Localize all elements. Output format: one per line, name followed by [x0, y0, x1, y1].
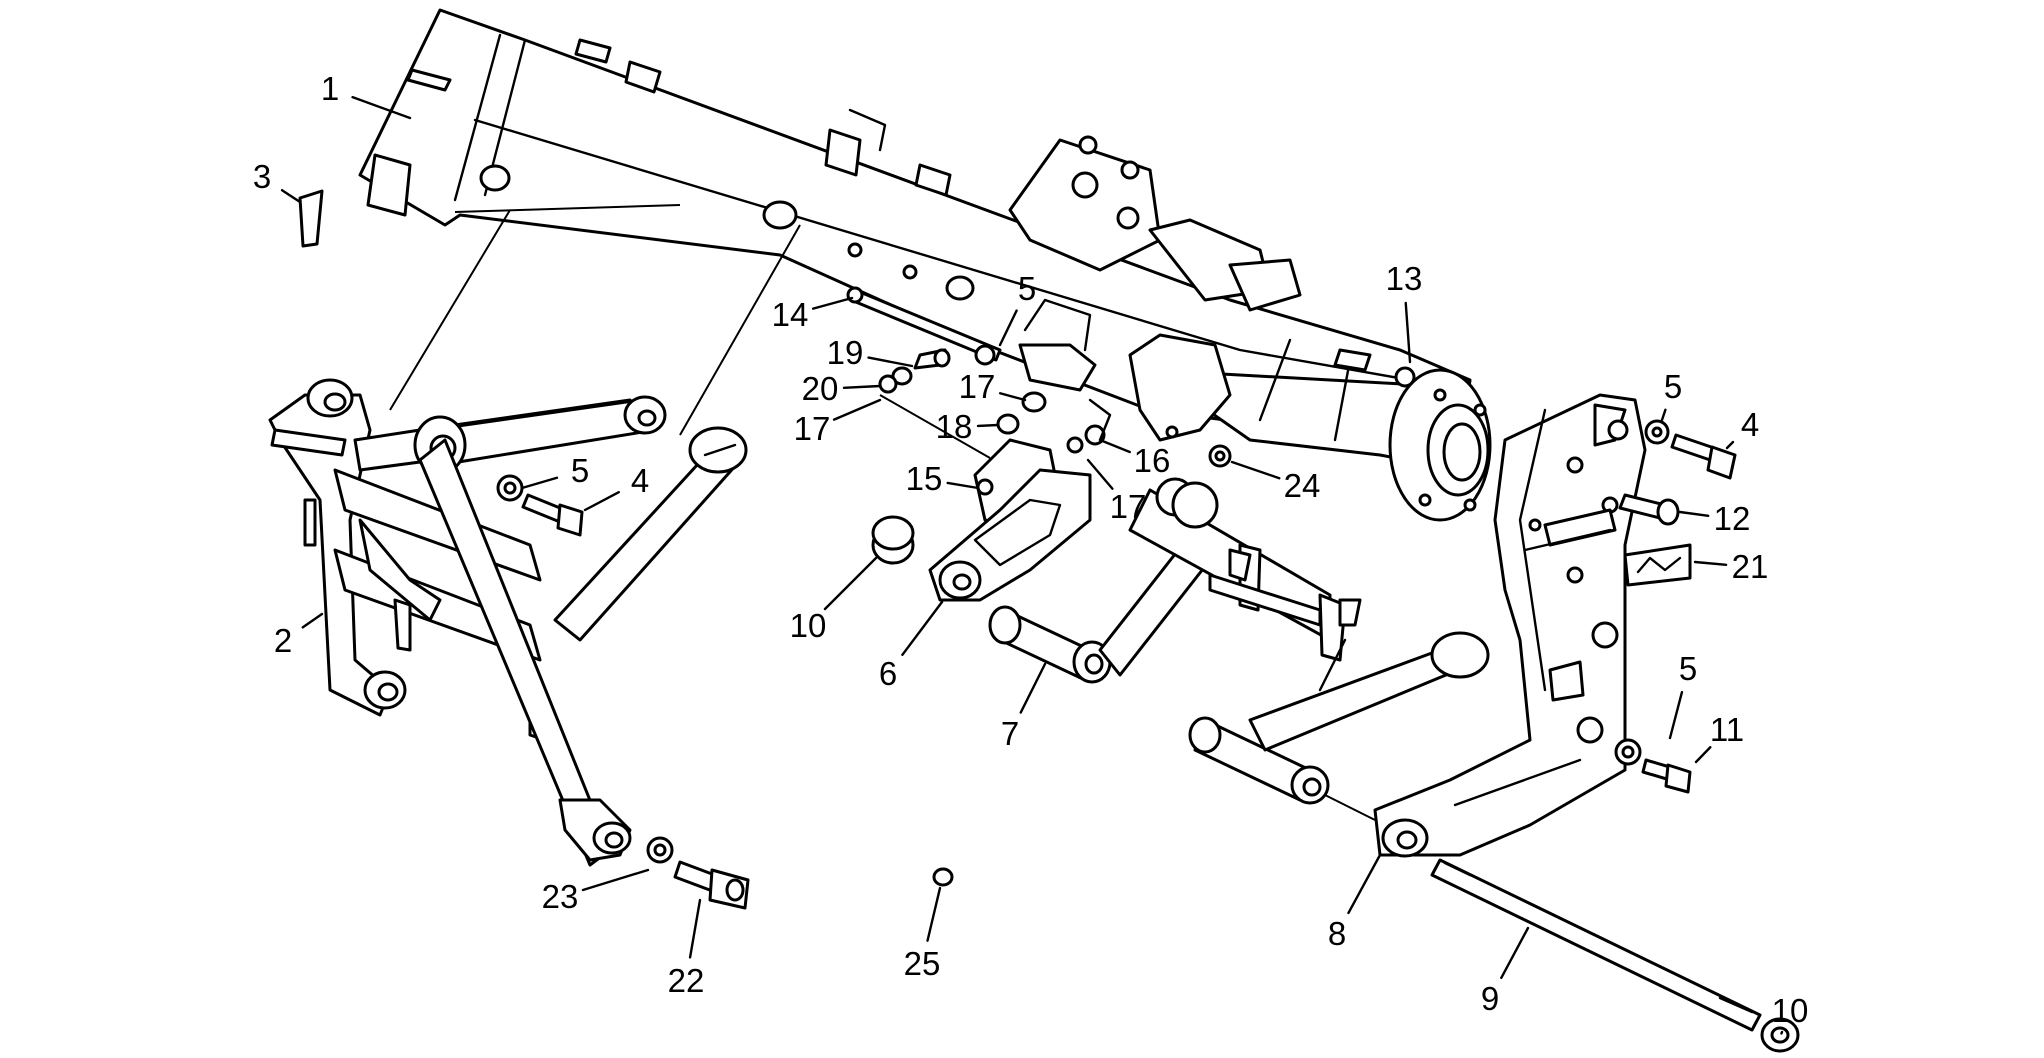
callout-label-c5b: 5 [1018, 270, 1036, 307]
callout-label-c22: 22 [668, 962, 705, 999]
leader-line-c10b [1780, 1030, 1784, 1035]
callout-label-c4b: 4 [1741, 406, 1759, 443]
leader-line-c23 [581, 868, 650, 892]
leader-line-c22 [688, 898, 702, 959]
leader-line-c18 [976, 423, 1000, 428]
leader-line-c1 [351, 95, 412, 120]
callout-label-c5d: 5 [1679, 650, 1697, 687]
leader-line-c14 [811, 296, 854, 310]
through-bolt-9 [1430, 858, 1800, 1053]
leader-line-c12 [1678, 510, 1710, 517]
bolt-22 [646, 836, 750, 910]
side-plate-8 [1373, 393, 1647, 858]
leader-line-c15 [946, 481, 980, 490]
main-frame-spine [358, 8, 1472, 472]
callout-label-c14: 14 [772, 296, 809, 333]
leader-line-c9 [1500, 926, 1530, 980]
callout-label-c2: 2 [274, 622, 292, 659]
spacer-10-left [871, 515, 915, 551]
callout-label-c7: 7 [1001, 715, 1019, 752]
leader-line-c2 [301, 612, 324, 629]
leader-line-c24 [1230, 460, 1281, 480]
rear-flange [1388, 366, 1492, 522]
callout-label-c19: 19 [827, 334, 864, 371]
pin-3 [298, 189, 324, 248]
leader-line-c21 [1693, 560, 1728, 567]
callout-label-c16: 16 [1134, 442, 1171, 479]
callout-label-c21: 21 [1732, 548, 1769, 585]
callout-label-c10a: 10 [790, 607, 827, 644]
callout-label-c6: 6 [879, 655, 897, 692]
leader-line-c5b [998, 309, 1018, 347]
leader-line-c7 [1019, 662, 1047, 714]
leader-line-c17a [832, 398, 882, 421]
leader-line-c3 [280, 188, 302, 204]
leader-line-c4b [1725, 440, 1735, 450]
callout-label-c24: 24 [1284, 467, 1321, 504]
cross-strut [418, 426, 748, 867]
bolt-4-left [496, 474, 584, 537]
screw-25 [932, 867, 954, 887]
leader-line-c5c [1660, 408, 1667, 422]
cross-tube-7 [988, 477, 1490, 821]
callout-label-c15: 15 [906, 460, 943, 497]
leader-line-c11 [1694, 746, 1712, 764]
callout-label-c18: 18 [936, 408, 973, 445]
washer-24 [1208, 444, 1232, 468]
callout-label-c5a: 5 [571, 452, 589, 489]
callout-label-c17b: 17 [959, 368, 996, 405]
callout-label-c3: 3 [253, 158, 271, 195]
callout-label-c17c: 17 [1110, 488, 1147, 525]
leader-line-c17b [998, 392, 1027, 402]
leader-line-c16 [1098, 438, 1131, 454]
leader-line-c17c [1086, 458, 1114, 490]
leader-line-c5d [1668, 691, 1684, 740]
leader-line-c8 [1347, 853, 1382, 915]
leader-line-c10a [823, 556, 878, 611]
callout-label-c1: 1 [321, 70, 339, 107]
leader-line-c6 [901, 600, 944, 656]
leader-line-c5a [520, 476, 559, 490]
callout-label-c12: 12 [1714, 500, 1751, 537]
callout-label-c5c: 5 [1664, 368, 1682, 405]
leader-line-c25 [926, 886, 942, 942]
callout-label-c4a: 4 [631, 462, 649, 499]
leader-line-c13 [1404, 301, 1412, 364]
right-fasteners [1614, 419, 1737, 794]
callout-label-c11: 11 [1710, 711, 1744, 748]
leader-line-c4a [583, 490, 620, 512]
callout-label-c8: 8 [1328, 915, 1346, 952]
callout-label-c9: 9 [1481, 980, 1499, 1017]
callout-label-c20: 20 [802, 370, 839, 407]
callout-label-c13: 13 [1386, 260, 1423, 297]
leader-line-c20 [842, 384, 882, 390]
callout-label-c23: 23 [542, 878, 579, 915]
callout-label-c10b: 10 [1772, 992, 1809, 1029]
leader-line-c19 [867, 356, 914, 368]
callout-label-c17a: 17 [794, 410, 831, 447]
callout-label-c25: 25 [904, 945, 941, 982]
